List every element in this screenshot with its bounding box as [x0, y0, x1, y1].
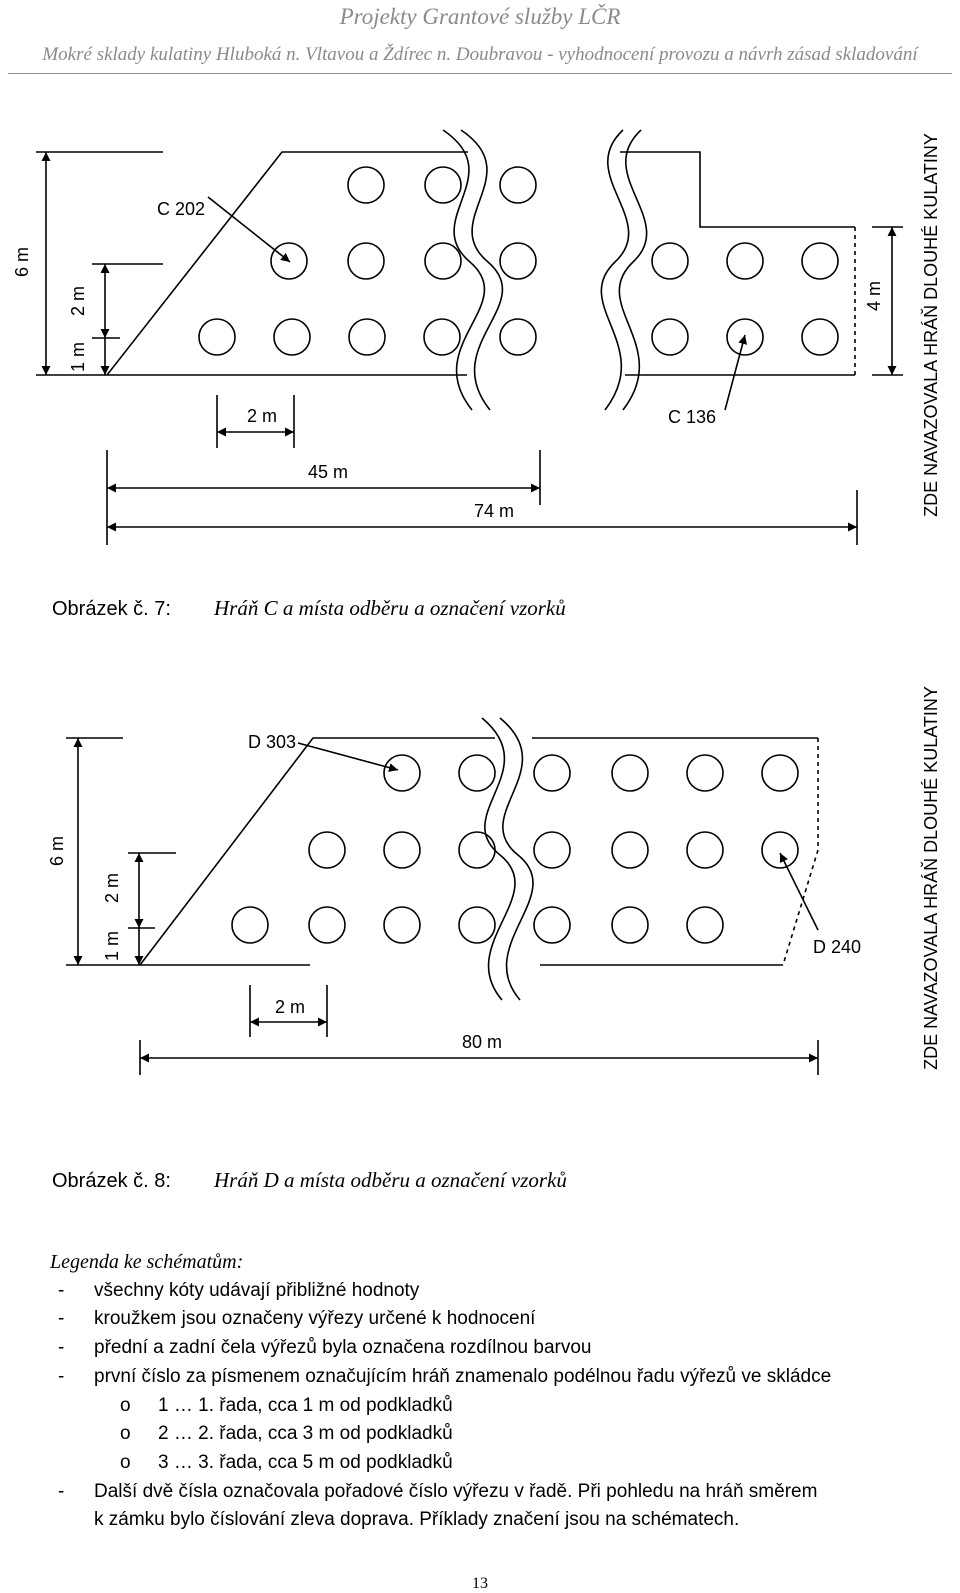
figure-7-caption: Obrázek č. 7: Hráň C a místa odběru a ozn… — [52, 596, 566, 621]
caption-label: Obrázek č. 8: — [52, 1170, 171, 1192]
break-line — [600, 129, 630, 411]
sample-label-top: C 202 — [157, 199, 205, 219]
page-number: 13 — [472, 1575, 488, 1592]
dim-row-spacing: 2 m — [102, 873, 122, 903]
figure-8-caption: Obrázek č. 8: Hráň D a místa odběru a ozn… — [52, 1168, 567, 1193]
figure-7-diagram: C 202 C 136 6 m 2 m 1 m 2 m 45 m 74 m 4 … — [12, 129, 941, 545]
header-rule — [8, 73, 952, 74]
sample-label-top: D 303 — [248, 732, 296, 752]
pointer-arrow — [724, 334, 748, 411]
sample-row-1 — [347, 166, 537, 204]
dim-bottom-offset: 1 m — [102, 931, 122, 961]
header-project-title: Projekty Grantové služby LČR — [339, 4, 621, 29]
caption-title: Hráň D a místa odběru a označení vzorků — [214, 1168, 567, 1192]
dim-height: 6 m — [12, 247, 32, 277]
legend: Legenda ke schématům: -všechny kóty udáv… — [50, 1248, 950, 1535]
stack-open-end — [782, 738, 819, 966]
dim-height: 6 m — [47, 836, 67, 866]
break-line — [499, 717, 534, 1001]
header-document-title: Mokré sklady kulatiny Hluboká n. Vltavou… — [42, 44, 918, 65]
sample-label-right: D 240 — [813, 937, 861, 957]
sample-row-2 — [270, 242, 839, 280]
pointer-arrow — [207, 196, 291, 263]
legend-item: -první číslo za písmenem označujícím hrá… — [58, 1365, 832, 1387]
sample-row-2 — [308, 831, 799, 869]
sample-row-3 — [231, 906, 724, 944]
legend-title: Legenda ke schématům: — [50, 1251, 244, 1273]
legend-item-continuation: k zámku bylo číslování zleva doprava. Př… — [94, 1509, 740, 1531]
dim-row-spacing: 2 m — [68, 286, 88, 316]
break-line — [618, 129, 648, 411]
pointer-arrow — [297, 742, 399, 772]
legend-item: -Další dvě čísla označovala pořadové čís… — [58, 1480, 818, 1502]
sample-row-3 — [198, 318, 839, 356]
caption-title: Hráň C a místa odběru a označení vzorků — [214, 596, 566, 620]
break-line — [481, 717, 516, 1001]
dim-circle-spacing: 2 m — [247, 406, 277, 426]
legend-item: -kroužkem jsou označeny výřezy určené k … — [58, 1308, 536, 1330]
side-note: ZDE NAVAZOVALA HRÁŇ DLOUHÉ KULATINY — [921, 133, 941, 517]
side-note: ZDE NAVAZOVALA HRÁŇ DLOUHÉ KULATINY — [921, 686, 941, 1070]
stack-outline — [139, 737, 818, 966]
dim-length-short: 45 m — [308, 462, 348, 482]
pointer-arrow — [779, 852, 819, 931]
caption-label: Obrázek č. 7: — [52, 598, 171, 620]
dim-right-height: 4 m — [864, 281, 884, 311]
break-line — [460, 129, 504, 411]
legend-item: -přední a zadní čela výřezů byla označen… — [58, 1337, 592, 1359]
sample-label-bottom: C 136 — [668, 407, 716, 427]
stack-outline — [106, 151, 855, 376]
break-line — [442, 129, 486, 411]
sample-row-1 — [383, 754, 799, 792]
dim-length-mid: 74 m — [474, 501, 514, 521]
legend-item: -všechny kóty udávají přibližné hodnoty — [58, 1279, 420, 1301]
dim-length: 80 m — [462, 1032, 502, 1052]
dim-bottom-offset: 1 m — [68, 342, 88, 372]
figure-8-diagram: D 303 D 240 6 m 2 m 1 m 2 m 80 m ZDE NAV… — [47, 686, 941, 1075]
dim-circle-spacing: 2 m — [275, 997, 305, 1017]
